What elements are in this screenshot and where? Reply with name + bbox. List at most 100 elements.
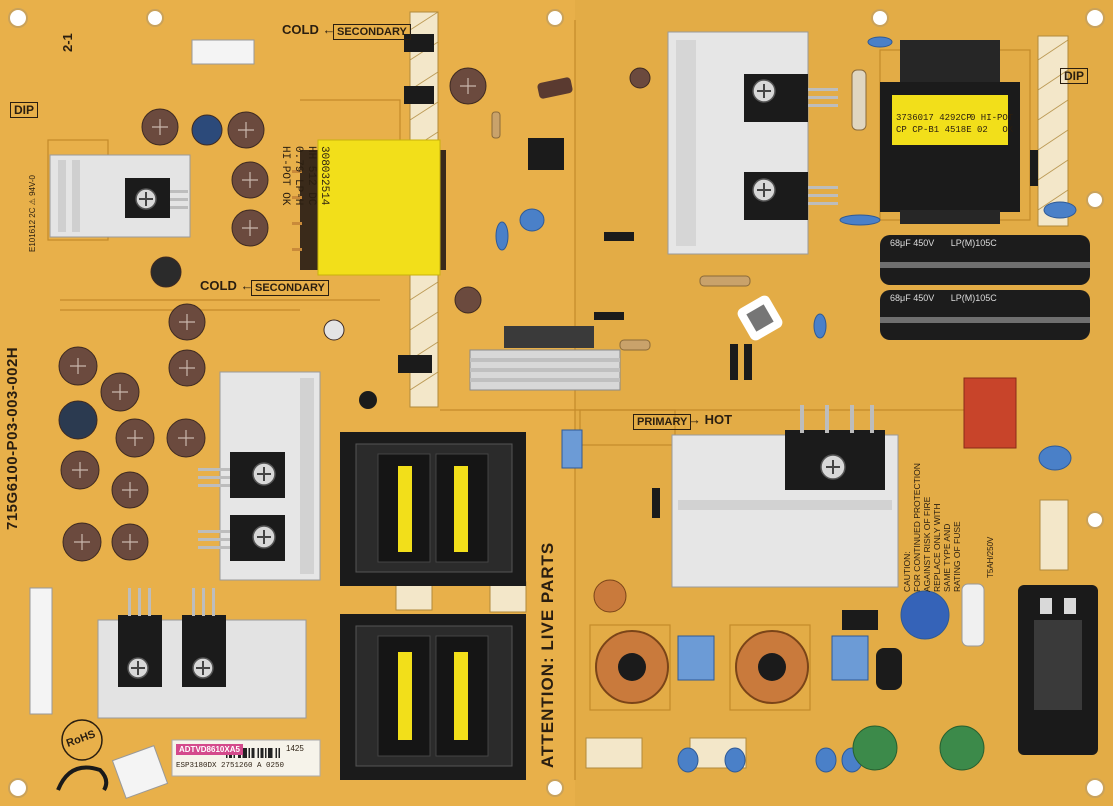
mosfet-tab [138, 588, 141, 616]
small-toroid [593, 579, 627, 613]
transformer-winding [454, 466, 468, 552]
x-capacitor [561, 429, 583, 469]
mosfet-tab [808, 96, 838, 99]
mounting-hole [1086, 191, 1104, 209]
mosfet-tab [198, 476, 230, 479]
transformer-aux-line: HH 512 DC [305, 146, 317, 206]
x2-capacitor [963, 377, 1017, 449]
connector-pin [1040, 598, 1052, 614]
vent-cross [112, 384, 128, 400]
screws [127, 79, 846, 679]
transformer-pin [292, 248, 302, 251]
heatsink-fin [470, 368, 620, 372]
vent-cross [238, 122, 254, 138]
barcode-bar [275, 748, 277, 758]
mosfet-tab [128, 588, 131, 616]
current-sense-resistor [842, 610, 878, 630]
mounting-hole [8, 8, 28, 28]
sticker-code: 1425 [286, 744, 304, 753]
transformer-main-bottom [340, 614, 526, 780]
capacitor [58, 400, 98, 440]
screw-slot [196, 661, 210, 675]
vent-cross [460, 78, 476, 94]
y-capacitor [1038, 445, 1072, 471]
barcode-bar [269, 748, 271, 758]
resistor [619, 339, 651, 351]
connector-header [191, 39, 255, 65]
mosfet-tab [808, 104, 838, 107]
cert-mark: E101612 2C ⚠ 94V-0 [28, 175, 37, 252]
isolation-slot [1037, 35, 1069, 227]
mosfet-tab [212, 588, 215, 616]
mosfet-tab [198, 538, 230, 541]
barcode-bar [253, 748, 255, 758]
attention-live-parts: ATTENTION: LIVE PARTS [538, 541, 557, 768]
primary-label: PRIMARY [633, 414, 692, 430]
mosfet-body [744, 74, 808, 122]
heatsink-fin [72, 160, 80, 232]
mosfet-tab [198, 468, 230, 471]
varistor [900, 590, 950, 640]
transformer-pin [292, 170, 302, 173]
fuse-rating-block: T5AH/250V [986, 537, 995, 578]
transformer-hipot: 0 HI-POT [970, 113, 1014, 123]
fuse [961, 583, 985, 647]
arrow-left-icon: ← [240, 278, 254, 293]
toroid-core [618, 653, 646, 681]
y-capacitor [815, 747, 837, 773]
ics [359, 34, 1038, 630]
screw-slot [757, 183, 771, 197]
bridge-lead [850, 405, 854, 433]
y-capacitor [677, 747, 699, 773]
caution-line: REPLACE ONLY WITH [932, 503, 942, 592]
bulk-capacitors [880, 235, 1090, 340]
bridge-lead [800, 405, 804, 433]
vent-cross [122, 482, 138, 498]
sticker-serial: ESP3180DX 2751260 A 0250 [176, 762, 285, 770]
transformer-pin [292, 196, 302, 199]
barcode-bar [268, 748, 270, 758]
bulk-cap-brand: LP(M)105C [950, 238, 997, 248]
transformer-line: CP CP-B1 4518E 02 [896, 125, 988, 135]
mosfet-tab [198, 484, 230, 487]
blue-caps [495, 36, 1077, 773]
transformer-main-label: 3736017 4292CP CP CP-B1 4518E 02 [896, 112, 988, 136]
vent-cross [74, 534, 90, 550]
heatsink-fin [300, 378, 314, 574]
vent-cross [179, 314, 195, 330]
film-capacitor [495, 221, 509, 251]
bulk-cap-rating: 68μF 450V [890, 293, 935, 303]
outline [729, 624, 811, 711]
transformer-aux [292, 139, 446, 276]
part-number: 715G6100-P03-003-002H [4, 346, 21, 530]
capacitor [454, 286, 482, 314]
diode [1030, 150, 1038, 186]
resistor [699, 275, 751, 287]
optocoupler [404, 34, 434, 52]
jumper-wire [56, 765, 109, 792]
mounting-hole [8, 778, 28, 798]
arrow-left-icon: ← [322, 22, 336, 37]
heatsink-fin [470, 358, 620, 362]
resistor [851, 69, 867, 131]
transformer-winding [454, 652, 468, 740]
caution-line: SAME TYPE AND [942, 523, 952, 592]
cold-label-mid: COLD ← [200, 278, 253, 293]
mosfet-body [744, 172, 808, 220]
fuse-rating: T5AH/250V [986, 536, 995, 578]
diode [604, 232, 634, 241]
mosfet-tab [170, 190, 188, 193]
outline [589, 624, 671, 711]
connector-header [29, 587, 53, 715]
film-capacitor [1043, 201, 1077, 219]
capacitor-vents [70, 78, 476, 550]
mounting-hole [546, 779, 564, 797]
mounting-hole [546, 9, 564, 27]
bridge-lead [825, 405, 829, 433]
transformer-aux-label: 308032514 HH 512 DC 0.79 LP-H HI-POT OK [278, 146, 330, 205]
caution-line: RATING OF FUSE [952, 521, 962, 592]
isolation-slot [1039, 499, 1069, 571]
data-matrix-icon [737, 295, 783, 341]
